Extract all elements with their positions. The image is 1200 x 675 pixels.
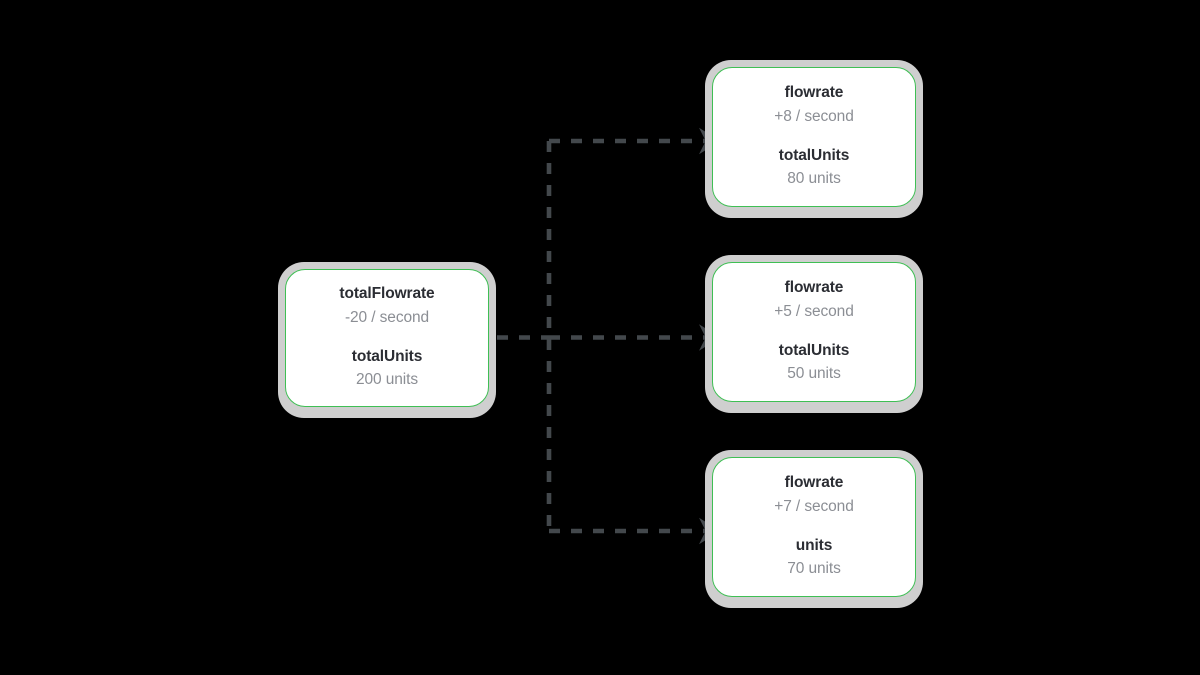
field-label: totalUnits	[351, 347, 423, 365]
field-value: +7 / second	[774, 498, 854, 516]
field-label: flowrate	[784, 279, 844, 297]
field-value: -20 / second	[344, 309, 430, 327]
field-total-units: totalUnits 80 units	[713, 146, 915, 191]
field-value: +8 / second	[774, 108, 854, 126]
node-target-middle-body: flowrate +5 / second totalUnits 50 units	[712, 262, 916, 402]
node-source-body: totalFlowrate -20 / second totalUnits 20…	[285, 269, 489, 407]
field-label: totalUnits	[778, 146, 850, 164]
field-label: units	[795, 536, 833, 554]
field-label: totalUnits	[778, 341, 850, 359]
field-total-flowrate: totalFlowrate -20 / second	[286, 284, 488, 329]
field-label: flowrate	[784, 474, 844, 492]
field-value: +5 / second	[774, 303, 854, 321]
node-target-bottom-body: flowrate +7 / second units 70 units	[712, 457, 916, 597]
field-units: units 70 units	[713, 536, 915, 581]
field-value: 200 units	[355, 371, 418, 389]
field-label: totalFlowrate	[339, 285, 435, 303]
field-total-units: totalUnits 200 units	[286, 347, 488, 392]
field-label: flowrate	[784, 84, 844, 102]
field-value: 80 units	[787, 170, 841, 188]
field-total-units: totalUnits 50 units	[713, 341, 915, 386]
field-flowrate: flowrate +7 / second	[713, 473, 915, 518]
node-source[interactable]: totalFlowrate -20 / second totalUnits 20…	[278, 262, 496, 418]
node-target-middle[interactable]: flowrate +5 / second totalUnits 50 units	[705, 255, 923, 413]
node-target-top-body: flowrate +8 / second totalUnits 80 units	[712, 67, 916, 207]
field-value: 70 units	[787, 560, 841, 578]
node-target-top[interactable]: flowrate +8 / second totalUnits 80 units	[705, 60, 923, 218]
field-value: 50 units	[787, 365, 841, 383]
node-target-bottom[interactable]: flowrate +7 / second units 70 units	[705, 450, 923, 608]
field-flowrate: flowrate +8 / second	[713, 83, 915, 128]
field-flowrate: flowrate +5 / second	[713, 278, 915, 323]
